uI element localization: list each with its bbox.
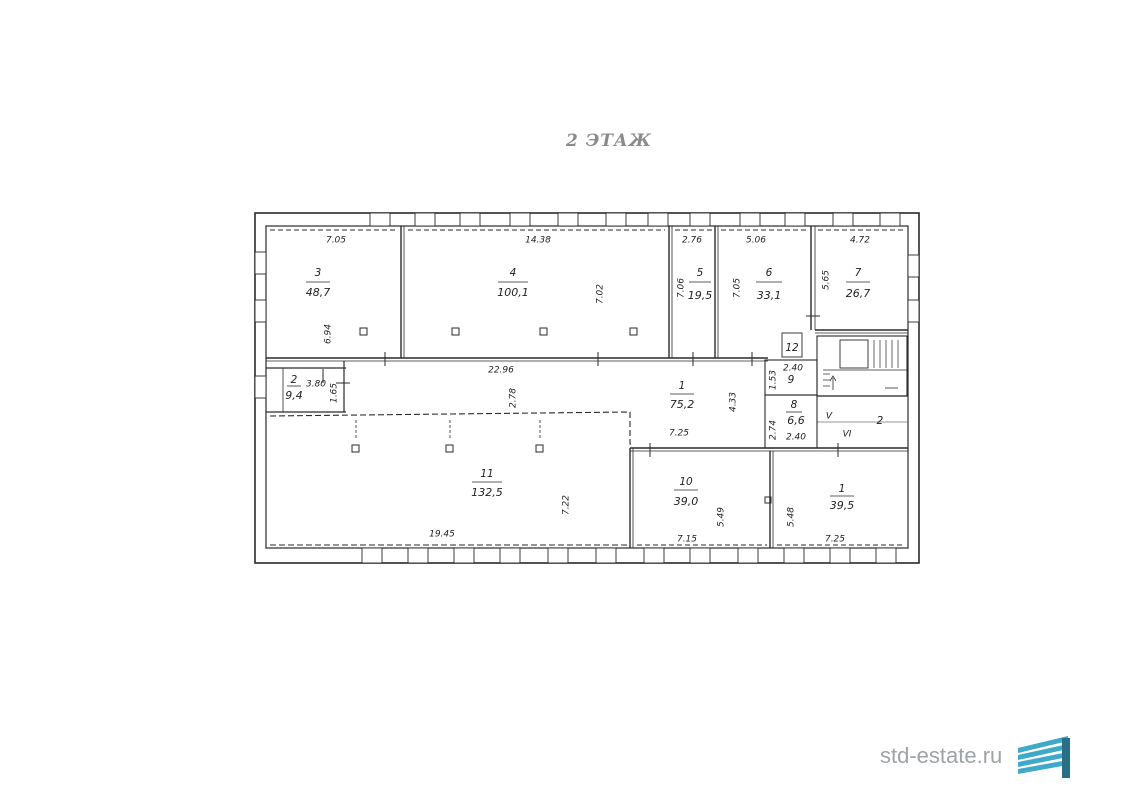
dimension-label: 2.74: [769, 420, 779, 440]
dimension-label: 19.45: [429, 530, 455, 540]
room-number: 8: [791, 399, 798, 411]
room-area: 132,5: [471, 486, 503, 499]
room-number: 12: [785, 342, 799, 354]
room-number: 1: [839, 483, 846, 495]
room-area: 26,7: [846, 287, 871, 300]
dimension-labels: 7.05 14.38 2.76 5.06 4.72 6.94 7.02 7.06…: [306, 236, 870, 545]
dimension-label: 5.65: [822, 270, 832, 290]
dimension-label: 7.22: [562, 495, 572, 515]
room-area: 100,1: [497, 286, 529, 299]
watermark-text: std-estate.ru: [880, 743, 1003, 768]
room-number: 10: [679, 476, 693, 488]
dimension-label: 4.33: [729, 392, 739, 412]
building-logo-icon: [1018, 736, 1071, 778]
dimension-label: 14.38: [525, 236, 551, 246]
dimension-label: 4.72: [850, 236, 870, 246]
dimension-label: 6.94: [324, 324, 334, 344]
dimension-label: 22.96: [488, 366, 514, 376]
room-labels: 3 48,7 4 100,1 5 19,5 6 33,1 7 26,7 2 9,…: [285, 267, 883, 512]
room-area: 9,4: [285, 389, 303, 402]
dimension-label: 3.80: [306, 380, 326, 390]
dimension-label: 7.05: [733, 278, 743, 298]
outer-wall: [254, 212, 920, 564]
room-number: 5: [697, 267, 704, 279]
room-number: 9: [788, 374, 795, 386]
dimension-label: 1.53: [769, 370, 779, 390]
dimension-label: 7.25: [825, 535, 845, 545]
dimension-label: 7.25: [669, 429, 689, 439]
plan-title: 2 ЭТАЖ: [566, 131, 653, 151]
room-area: 75,2: [670, 398, 695, 411]
room-area: 33,1: [757, 289, 782, 302]
room-area: 39,0: [674, 495, 699, 508]
room-number: 4: [510, 267, 517, 279]
dimension-label: 5.06: [746, 236, 766, 246]
room-number: 2: [877, 415, 884, 427]
dimension-label: 7.06: [677, 278, 687, 298]
dimension-label: 2.40: [786, 433, 806, 443]
room-area: 48,7: [306, 286, 331, 299]
dimension-label: 2.40: [783, 364, 803, 374]
stair-mark: V: [826, 412, 833, 422]
dimension-label: 7.15: [677, 535, 697, 545]
room-number: 2: [291, 374, 298, 386]
room-number: 3: [315, 267, 322, 279]
room-number: 6: [766, 267, 773, 279]
room-area: 6,6: [787, 414, 805, 427]
room-number: 1: [679, 380, 686, 392]
room-number: 11: [480, 468, 493, 480]
watermark: std-estate.ru: [880, 736, 1074, 778]
dimension-label: 7.02: [596, 284, 606, 304]
dimension-label: 2.76: [682, 236, 702, 246]
dimension-label: 5.48: [787, 507, 797, 527]
room-area: 19,5: [688, 289, 713, 302]
dimension-label: 2.78: [509, 388, 519, 408]
room-number: 7: [855, 267, 862, 279]
dimension-label: 5.49: [717, 507, 727, 527]
dimension-label: 7.05: [326, 236, 346, 246]
stair-mark: VI: [843, 430, 852, 440]
dimension-label: 1.65: [330, 383, 340, 403]
room-area: 39,5: [830, 499, 855, 512]
